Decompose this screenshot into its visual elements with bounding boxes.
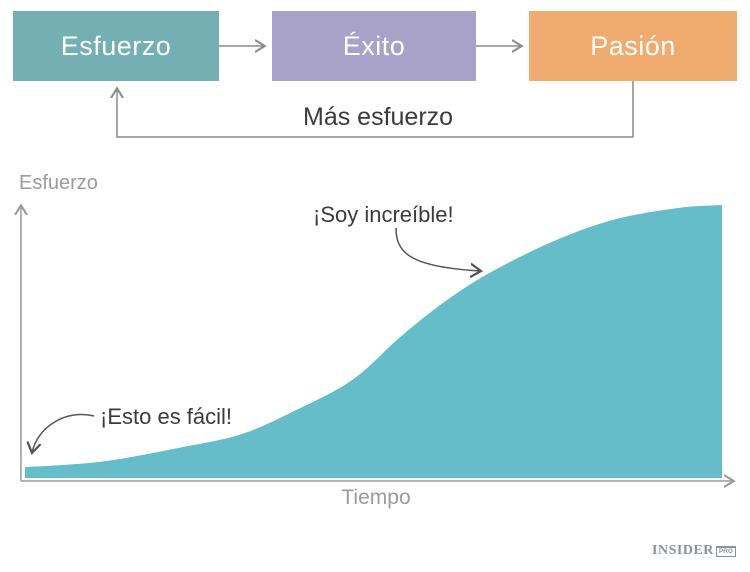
logo-pro-badge: PRO	[715, 546, 736, 557]
effort-curve-area	[25, 205, 722, 478]
feedback-loop-label: Más esfuerzo	[303, 103, 454, 131]
flow-box-pasion: Pasión	[529, 11, 737, 81]
annotation-soy-increible: ¡Soy increíble!	[313, 202, 454, 227]
x-axis-label: Tiempo	[341, 486, 411, 509]
flow-box-exito-label: Éxito	[342, 30, 406, 61]
flow-box-esfuerzo-label: Esfuerzo	[60, 30, 172, 61]
insider-pro-logo: INSIDER PRO	[652, 543, 736, 559]
flow-box-pasion-label: Pasión	[590, 30, 676, 61]
annotation-esto-es-facil: ¡Esto es fácil!	[100, 404, 233, 429]
soy-increible-arrow	[395, 227, 481, 271]
esto-es-facil-arrow	[32, 413, 95, 453]
logo-name: INSIDER	[652, 543, 714, 558]
flow-box-esfuerzo: Esfuerzo	[13, 11, 219, 81]
y-axis-label: Esfuerzo	[19, 172, 98, 194]
feedback-loop-arrow	[117, 81, 634, 138]
flow-box-exito: Éxito	[272, 11, 476, 81]
